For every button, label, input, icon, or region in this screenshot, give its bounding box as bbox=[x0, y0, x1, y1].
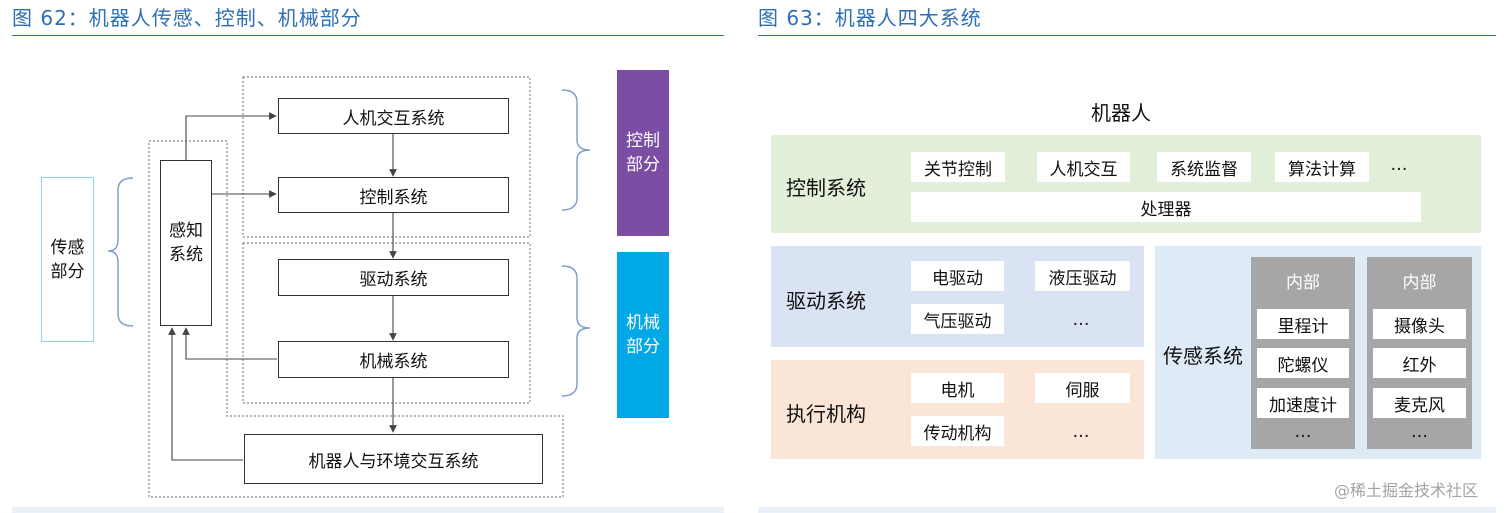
chip-infrared: 红外 bbox=[1373, 348, 1466, 378]
control-part-tag: 控制 部分 bbox=[617, 70, 669, 236]
arrow-mechanical-to-perception bbox=[182, 327, 277, 360]
watermark: @稀土掘金技术社区 bbox=[1334, 481, 1479, 500]
fig62-title: 图 62：机器人传感、控制、机械部分 bbox=[12, 6, 362, 30]
drive-system-box: 驱动系统 bbox=[278, 259, 509, 296]
brace-left bbox=[107, 177, 134, 327]
internal-sensors-title: 内部 bbox=[1286, 273, 1320, 293]
chip-electric-drive: 电驱动 bbox=[911, 261, 1004, 291]
external-more-ellipsis: … bbox=[1411, 422, 1428, 442]
fig63-bottom-band bbox=[758, 507, 1496, 513]
control-part-dotted-frame bbox=[242, 76, 531, 238]
chip-accelerometer: 加速度计 bbox=[1257, 388, 1349, 418]
chip-system-supervision: 系统监督 bbox=[1157, 152, 1251, 182]
mechanical-part-line1: 机械 bbox=[626, 313, 660, 333]
sensing-part-box: 传感 部分 bbox=[41, 177, 94, 342]
actuator-panel: 执行机构 电机 伺服 传动机构 … bbox=[771, 360, 1144, 459]
arrow-perception-to-hmi bbox=[185, 112, 277, 160]
chip-gyroscope: 陀螺仪 bbox=[1257, 348, 1349, 378]
drive-system-label: 驱动系统 bbox=[786, 289, 866, 313]
fig62-title-rule bbox=[12, 35, 724, 36]
sensing-system-label: 传感系统 bbox=[1163, 344, 1243, 368]
perception-dotted-frame bbox=[148, 140, 564, 498]
drive-more-ellipsis: … bbox=[1072, 310, 1090, 330]
chip-algorithm-computing: 算法计算 bbox=[1275, 152, 1369, 182]
mechanical-part-tag: 机械 部分 bbox=[617, 252, 669, 418]
chip-pneumatic-drive: 气压驱动 bbox=[911, 304, 1004, 334]
env-interaction-system-box: 机器人与环境交互系统 bbox=[244, 434, 543, 484]
internal-more-ellipsis: … bbox=[1294, 422, 1312, 442]
external-sensors-panel: 内部 摄像头 红外 麦克风 … bbox=[1367, 257, 1472, 449]
mechanical-part-line2: 部分 bbox=[626, 337, 660, 357]
sensing-system-panel: 传感系统 内部 里程计 陀螺仪 加速度计 … 内部 摄像头 红外 麦克风 … bbox=[1155, 246, 1481, 459]
perception-system-line2: 系统 bbox=[169, 245, 203, 265]
control-part-line1: 控制 bbox=[626, 131, 660, 151]
chip-motor: 电机 bbox=[911, 373, 1004, 403]
control-system-label: 控制系统 bbox=[786, 176, 866, 200]
fig62-bottom-band bbox=[12, 507, 724, 513]
control-more-ellipsis: … bbox=[1390, 155, 1408, 175]
external-sensors-title: 内部 bbox=[1402, 273, 1437, 293]
robot-top-label: 机器人 bbox=[1091, 101, 1151, 125]
brace-control bbox=[561, 89, 591, 211]
mechanical-system-box: 机械系统 bbox=[278, 341, 509, 378]
hmi-system-box: 人机交互系统 bbox=[278, 98, 509, 134]
actuator-label: 执行机构 bbox=[786, 402, 866, 426]
brace-mechanical bbox=[561, 265, 591, 397]
sensing-part-label-line1: 传感 bbox=[50, 237, 85, 258]
perception-system-line1: 感知 bbox=[169, 221, 203, 241]
fig63-title-rule bbox=[758, 35, 1496, 36]
chip-odometer: 里程计 bbox=[1257, 309, 1349, 339]
control-system-box: 控制系统 bbox=[278, 177, 509, 213]
control-system-panel: 控制系统 关节控制 人机交互 系统监督 算法计算 … 处理器 bbox=[771, 135, 1481, 233]
chip-camera: 摄像头 bbox=[1373, 309, 1466, 339]
chip-servo: 伺服 bbox=[1035, 373, 1130, 403]
arrow-env-to-perception bbox=[168, 327, 243, 461]
sensing-part-label-line2: 部分 bbox=[50, 261, 85, 282]
perception-system-box: 感知 系统 bbox=[160, 160, 212, 326]
chip-processor: 处理器 bbox=[911, 192, 1421, 222]
control-part-line2: 部分 bbox=[626, 155, 660, 175]
chip-hmi: 人机交互 bbox=[1037, 152, 1130, 182]
fig63-title: 图 63：机器人四大系统 bbox=[758, 6, 982, 30]
internal-sensors-panel: 内部 里程计 陀螺仪 加速度计 … bbox=[1251, 257, 1355, 449]
chip-hydraulic-drive: 液压驱动 bbox=[1035, 261, 1130, 291]
chip-joint-control: 关节控制 bbox=[911, 152, 1005, 182]
mechanical-part-dotted-frame bbox=[242, 242, 531, 404]
actuator-more-ellipsis: … bbox=[1072, 422, 1090, 442]
chip-transmission: 传动机构 bbox=[911, 416, 1004, 446]
chip-microphone: 麦克风 bbox=[1373, 388, 1466, 418]
drive-system-panel: 驱动系统 电驱动 液压驱动 气压驱动 … bbox=[771, 246, 1144, 347]
